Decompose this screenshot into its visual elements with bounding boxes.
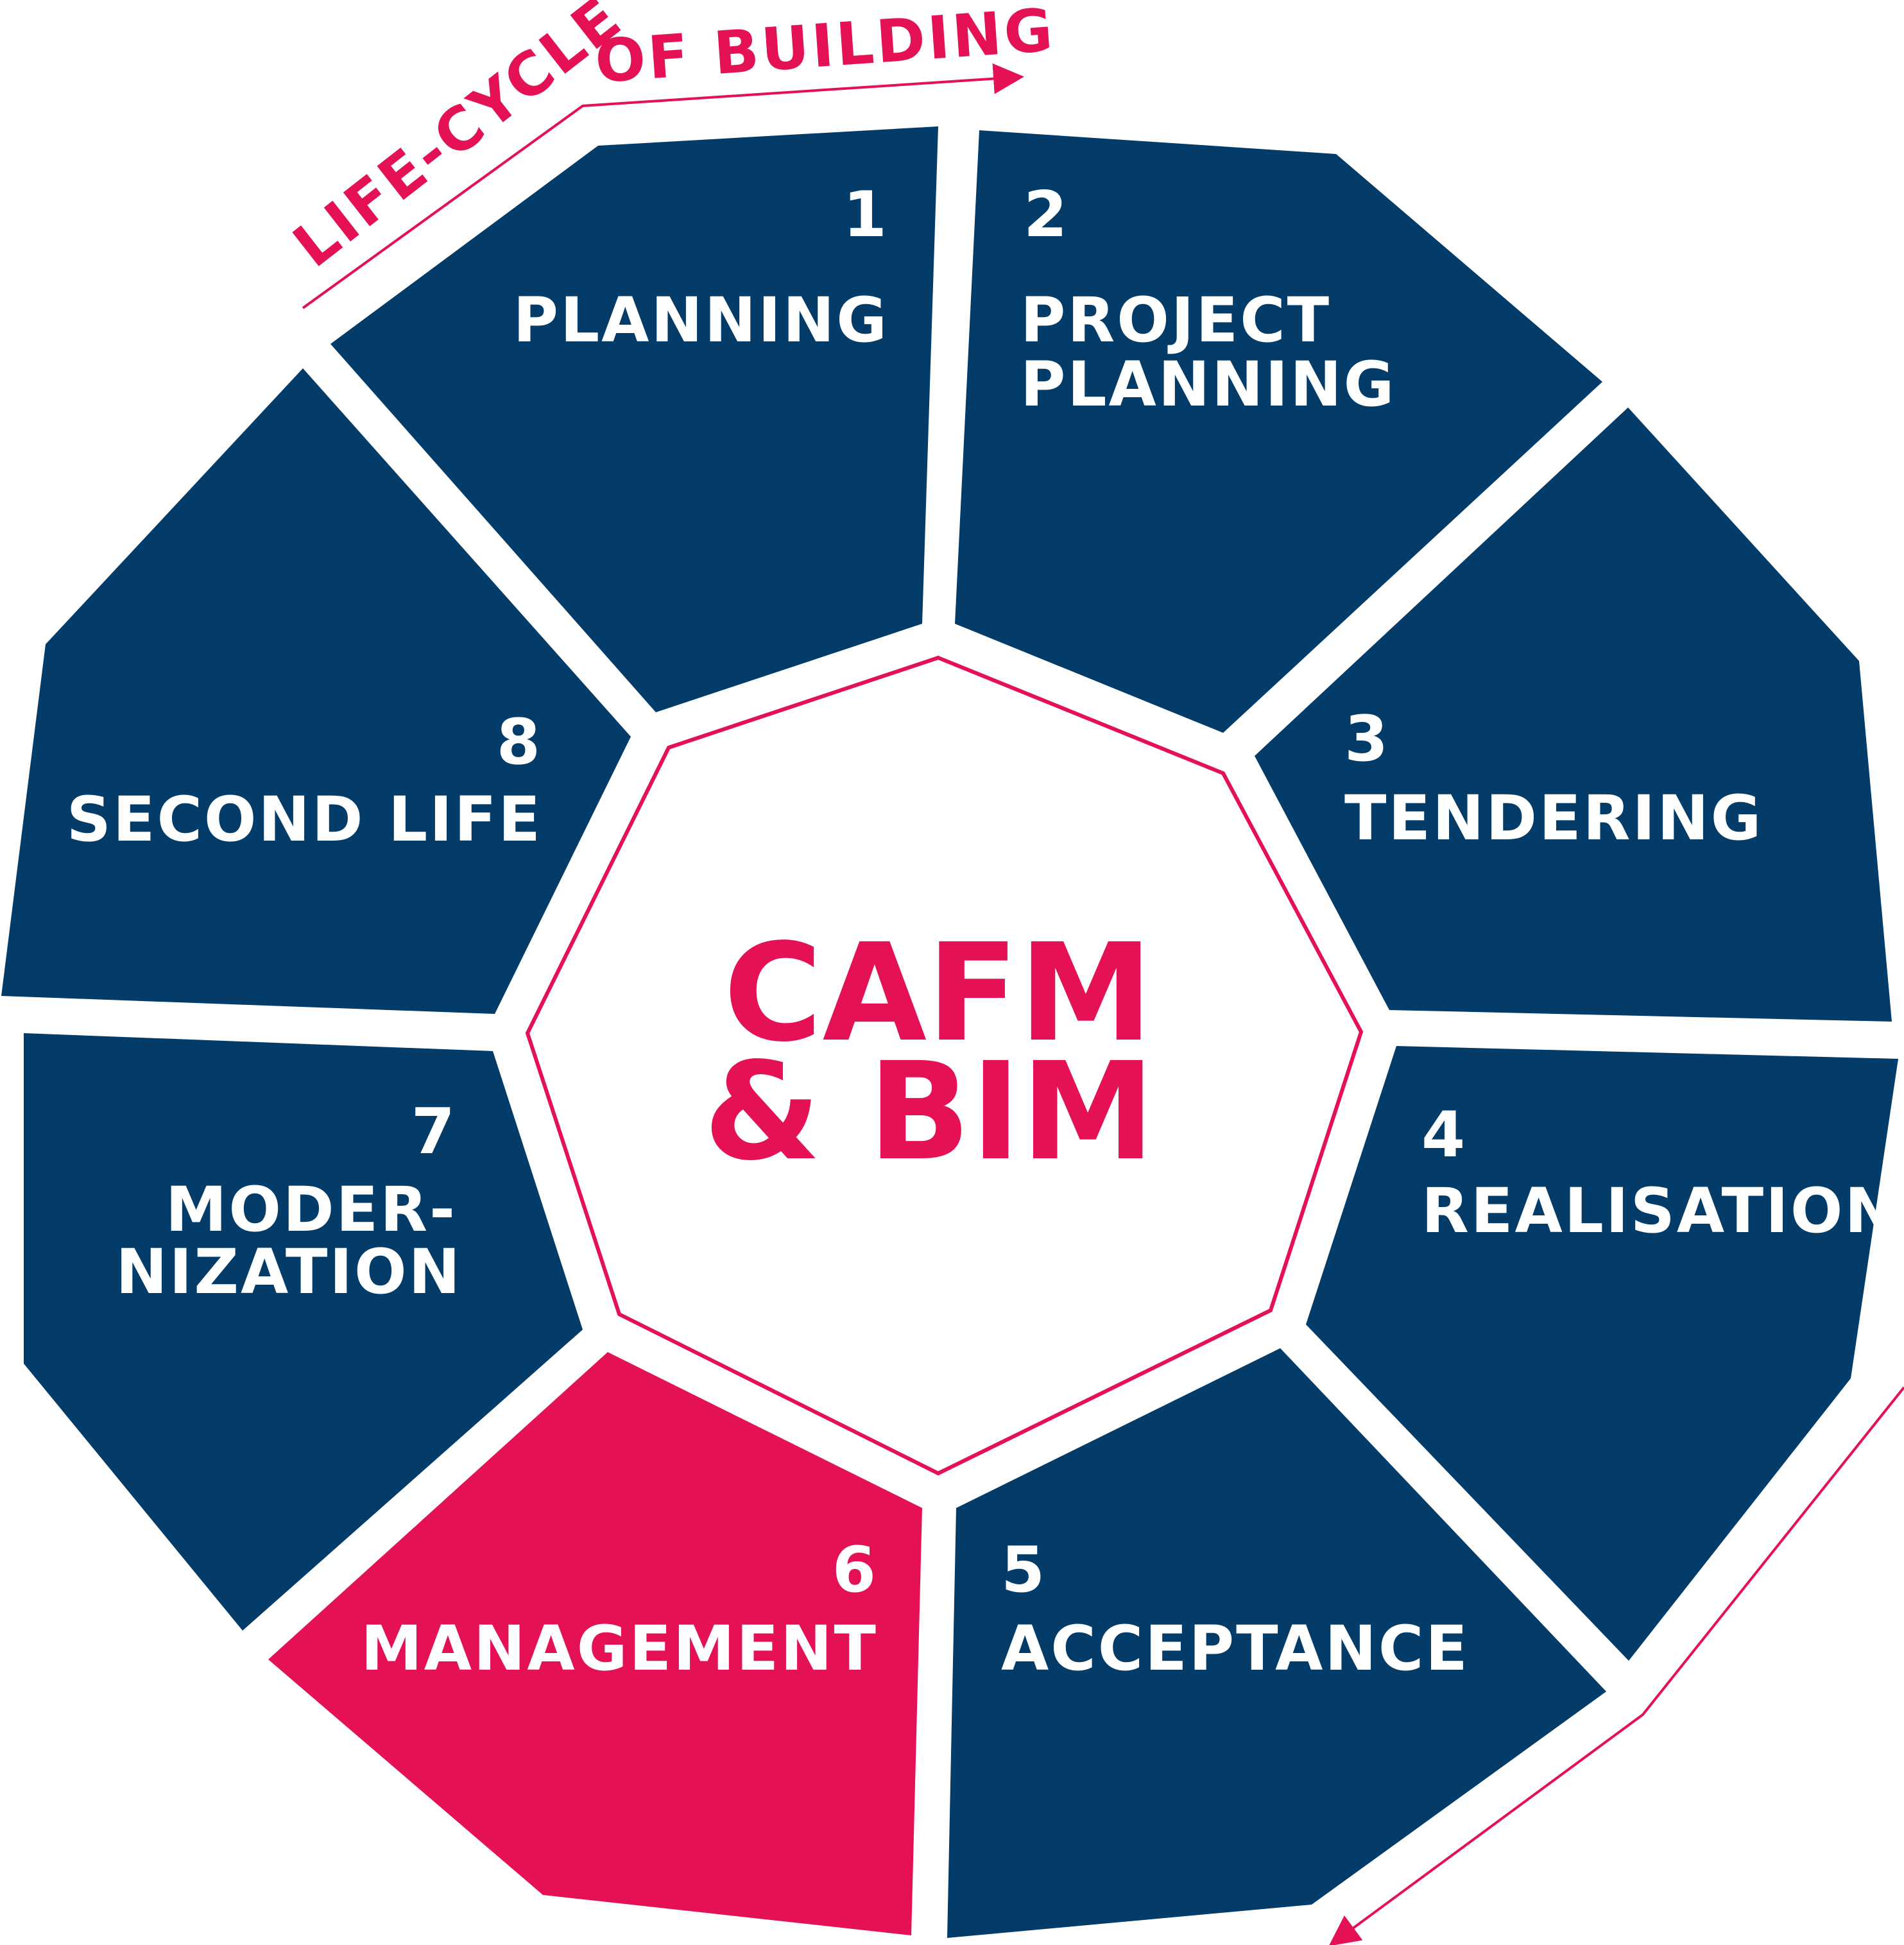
title-line2: OF BUILDING [593, 0, 1058, 96]
center-title-line2: & BIM [703, 1033, 1154, 1190]
segments-layer [1, 126, 1898, 1938]
segment-realisation[interactable] [1306, 1046, 1898, 1661]
segment-label-management: MANAGEMENT [361, 1613, 878, 1684]
segment-number-project-planning: 2 [1024, 178, 1069, 252]
segment-label-tendering: TENDERING [1344, 782, 1763, 854]
segment-label-modernization-1: MODER- [166, 1174, 457, 1246]
segment-label-project-planning-2: PLANNING [1020, 348, 1396, 420]
lifecycle-arrow-right [1328, 1386, 1904, 1945]
segment-second-life[interactable] [1, 368, 631, 1014]
segment-label-project-planning-1: PROJECT [1020, 284, 1331, 356]
lifecycle-arrow-top [302, 63, 1024, 309]
segment-label-realisation: REALISATION [1421, 1175, 1898, 1247]
segment-number-planning: 1 [843, 178, 889, 252]
segment-planning[interactable] [330, 126, 938, 712]
center-octagon [525, 655, 1364, 1476]
segment-management[interactable] [268, 1352, 922, 1935]
segment-number-second-life: 8 [497, 706, 542, 779]
segment-number-management: 6 [832, 1534, 878, 1607]
segment-label-acceptance: ACCEPTANCE [1001, 1613, 1470, 1684]
center-title-line1: CAFM [723, 914, 1153, 1072]
segment-label-second-life: SECOND LIFE [67, 784, 542, 855]
segment-label-modernization-2: NIZATION [116, 1236, 462, 1308]
segment-modernization[interactable] [24, 1033, 583, 1631]
segment-project-planning[interactable] [955, 130, 1602, 733]
segment-number-acceptance: 5 [1001, 1534, 1047, 1607]
segment-number-tendering: 3 [1344, 703, 1390, 776]
segment-number-realisation: 4 [1421, 1099, 1467, 1172]
numbers-layer: 1 2 3 4 5 6 7 8 [411, 178, 1467, 1607]
labels-layer: PLANNING PROJECT PLANNING TENDERING REAL… [67, 284, 1898, 1684]
segment-acceptance[interactable] [947, 1348, 1606, 1938]
segment-tendering[interactable] [1255, 407, 1892, 1022]
segment-label-planning: PLANNING [513, 284, 889, 356]
segment-number-modernization: 7 [411, 1095, 457, 1169]
